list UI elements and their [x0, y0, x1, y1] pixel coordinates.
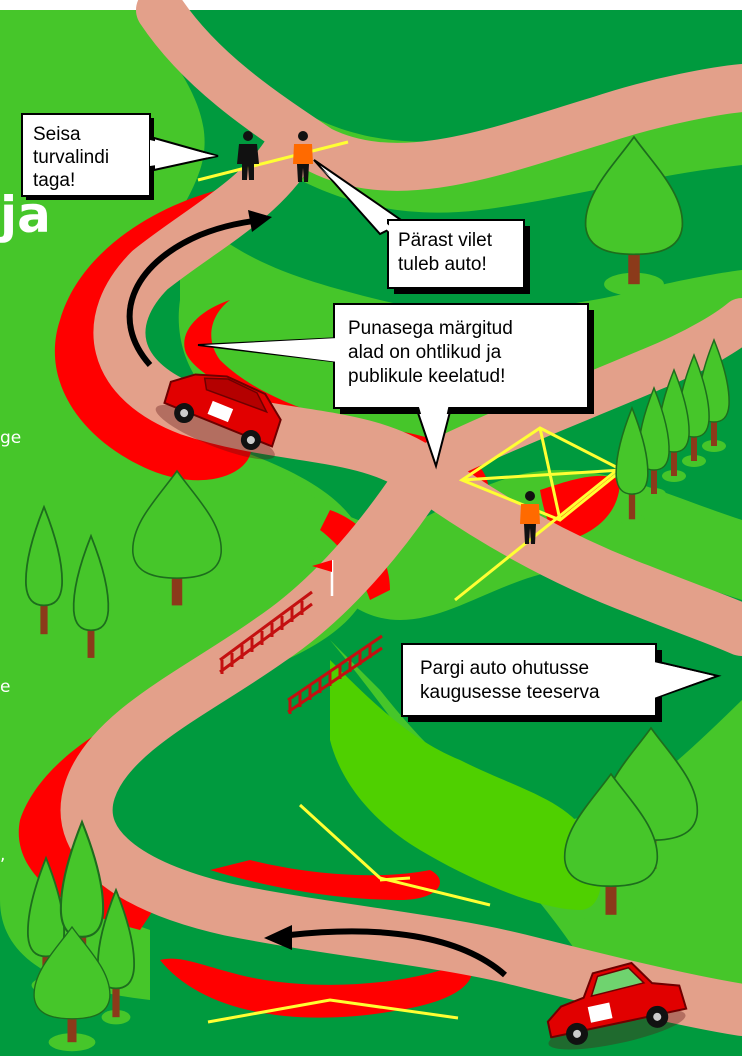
callout-line: Punasega märgitud — [348, 318, 513, 339]
arrow-icon — [126, 217, 263, 367]
callout-line: turvalindi — [33, 147, 109, 168]
svg-text:Pargi auto ohutusse kaug: Pargi auto ohutusse kaugusesse teeserva — [420, 658, 600, 703]
arrow-icon — [289, 928, 507, 978]
callout-line: kaugusesse teeserva — [420, 682, 600, 703]
callout-line: taga! — [33, 170, 75, 191]
heading-fragment: ja — [0, 186, 51, 244]
callout-red-areas-forbidden: Punasega märgitud alad on ohtlikud ja pu… — [197, 303, 594, 470]
callout-park-car-safely: Pargi auto ohutusse kaugusesse teeserva — [401, 643, 722, 722]
text-fragment: e — [0, 677, 10, 697]
svg-text:Seisa turvalindi t: Seisa turvalindi taga! — [33, 124, 114, 191]
car-icon — [546, 961, 688, 1050]
callout-line: tuleb auto! — [398, 254, 487, 275]
flag-icon — [312, 560, 334, 596]
callout-car-after-whistle: Pärast vilet tuleb auto! — [313, 159, 530, 294]
fence-icon — [287, 634, 383, 714]
callout-line: alad on ohtlikud ja — [348, 342, 502, 363]
arrow-head-icon — [264, 925, 292, 950]
callout-line: publikule keelatud! — [348, 366, 505, 387]
fence-icon — [219, 590, 313, 674]
callout-stand-behind-tape: Seisa turvalindi taga! — [21, 113, 219, 200]
person-icon — [237, 131, 259, 180]
svg-text:Pärast vilet tuleb auto!: Pärast vilet tuleb auto! — [398, 230, 497, 275]
bright-grass-slope — [330, 660, 601, 910]
callout-line: Pärast vilet — [398, 230, 493, 251]
callout-line: Seisa — [33, 124, 81, 145]
direction-arrows — [126, 217, 507, 978]
car-icon — [155, 373, 282, 460]
marshal-icon — [520, 491, 540, 544]
arrow-head-icon — [248, 210, 272, 232]
text-fragment: ge — [0, 428, 21, 448]
callout-line: Pargi auto ohutusse — [420, 658, 589, 679]
marshal-icon — [293, 131, 313, 182]
text-fragment: , — [0, 845, 5, 865]
svg-text:Punasega märgitud alad o: Punasega märgitud alad on ohtlikud ja pu… — [348, 318, 518, 387]
